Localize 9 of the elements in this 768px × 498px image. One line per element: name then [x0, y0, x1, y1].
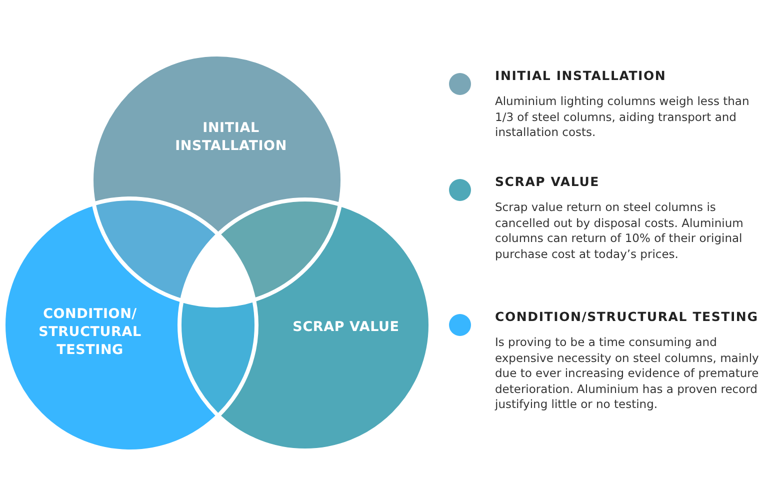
circle-label: INITIAL INSTALLATION — [174, 119, 288, 155]
legend-heading: CONDITION/STRUCTURAL TESTING — [495, 309, 758, 324]
circle-label: SCRAP VALUE — [292, 318, 400, 336]
legend-heading: SCRAP VALUE — [495, 174, 600, 189]
description-text: Is proving to be a time consuming and expensive necessity on steel columns, mainly due to ever increasing evidence of premature deterioration. Aluminium has a proven record justifying little or no testing. — [495, 335, 760, 412]
description-text: Aluminium lighting columns weigh less than 1/3 of steel columns, aiding transport and installation costs. — [495, 94, 750, 140]
circle-label: CONDITION/ STRUCTURAL TESTING — [38, 305, 142, 359]
legend-heading: INITIAL INSTALLATION — [495, 68, 666, 83]
description-text: Scrap value return on steel columns is cancelled out by disposal costs. Aluminium columns can return of 10% of their original purchase cost at today’s prices. — [495, 200, 744, 262]
